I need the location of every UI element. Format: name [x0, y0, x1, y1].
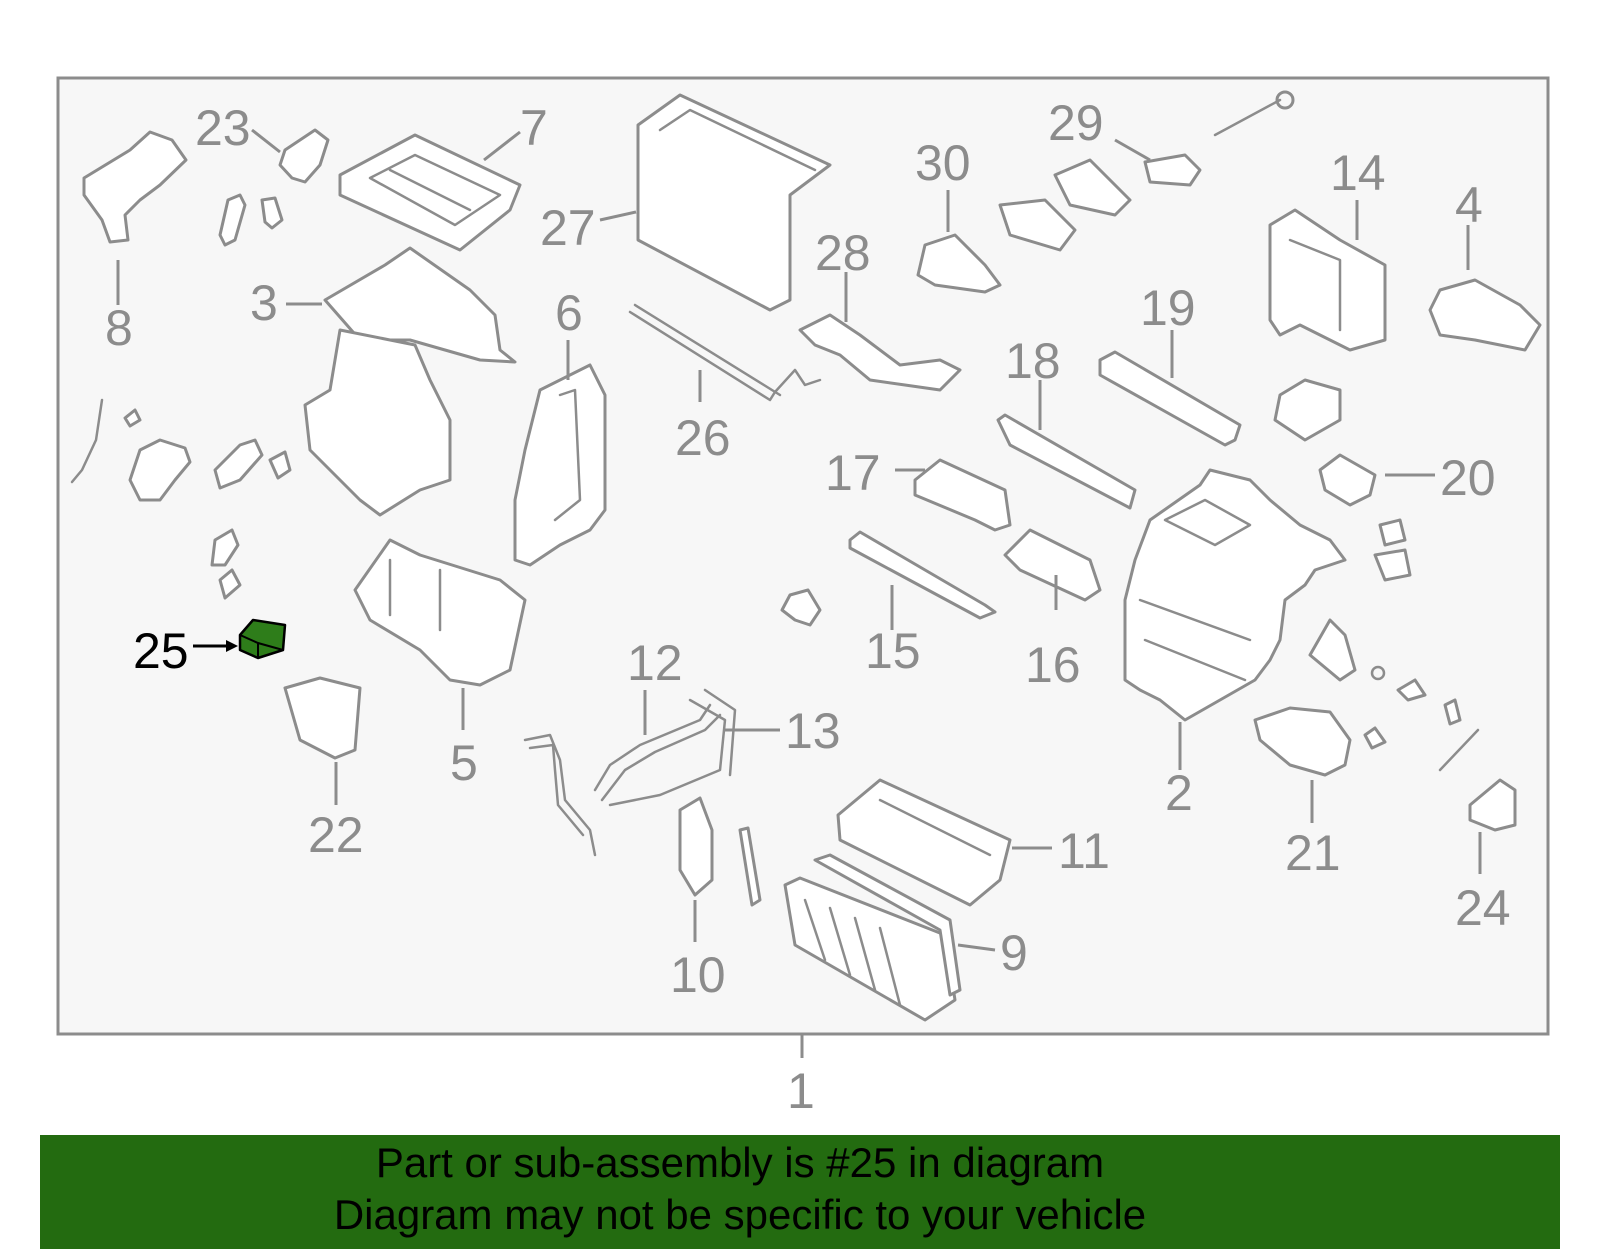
- part-misc-left: [70, 398, 292, 600]
- callout-5: 5: [450, 735, 478, 791]
- part-19-rod: [1098, 330, 1242, 447]
- callout-3: 3: [250, 275, 278, 331]
- part-8-bracket: [82, 130, 188, 305]
- callout-1: 1: [787, 1063, 815, 1119]
- part-16-door: [1003, 528, 1102, 610]
- part-misc-center: [780, 588, 822, 627]
- callout-25: 25: [133, 623, 189, 679]
- part-12-13-pipes: [523, 688, 780, 857]
- callout-27: 27: [540, 200, 596, 256]
- part-9-evaporator: [783, 853, 996, 1022]
- banner-line-2: Diagram may not be specific to your vehi…: [333, 1191, 1147, 1238]
- callout-23: 23: [195, 100, 251, 156]
- part-10-seal: [678, 796, 762, 942]
- callout-13: 13: [785, 703, 841, 759]
- callout-11: 11: [1058, 823, 1110, 879]
- part-11-core: [836, 778, 1052, 907]
- part-7-filter-cover: [338, 130, 522, 252]
- part-30-actuator: [916, 190, 1002, 294]
- callout-26: 26: [675, 410, 731, 466]
- part-20-sensor: [1273, 378, 1435, 507]
- part-misc-right: [1308, 518, 1480, 772]
- part-3-case: [286, 246, 517, 517]
- callout-18: 18: [1005, 333, 1061, 389]
- part-29-clip: [998, 90, 1295, 252]
- callout-14: 14: [1330, 145, 1386, 201]
- callout-29: 29: [1048, 95, 1104, 151]
- callout-19: 19: [1140, 280, 1196, 336]
- callout-21: 21: [1285, 825, 1341, 881]
- part-22-duct: [283, 676, 362, 805]
- part-24-bracket: [1468, 778, 1517, 874]
- callout-30: 30: [915, 135, 971, 191]
- callout-9: 9: [1000, 925, 1028, 981]
- callout-12: 12: [627, 635, 683, 691]
- callout-7: 7: [520, 100, 548, 156]
- callout-20: 20: [1440, 450, 1496, 506]
- callout-28: 28: [815, 225, 871, 281]
- info-banner: Part or sub-assembly is #25 in diagram D…: [40, 1135, 1560, 1249]
- callout-16: 16: [1025, 637, 1081, 693]
- part-21-cover: [1253, 706, 1352, 823]
- part-23-clip: [218, 128, 330, 247]
- part-28-duct: [798, 272, 962, 392]
- callout-4: 4: [1455, 177, 1483, 233]
- callout-22: 22: [308, 807, 364, 863]
- part-14-blower-housing: [1268, 200, 1387, 352]
- part-26-seal: [628, 303, 822, 402]
- part-18-door: [996, 380, 1137, 510]
- callout-10: 10: [670, 947, 726, 1003]
- part-6-duct: [513, 340, 607, 567]
- part-2-hvac-case: [1123, 468, 1347, 770]
- part-4-bracket: [1428, 225, 1542, 352]
- banner-line-1: Part or sub-assembly is #25 in diagram: [375, 1139, 1105, 1186]
- callout-6: 6: [555, 285, 583, 341]
- callout-15: 15: [865, 623, 921, 679]
- callout-17: 17: [825, 445, 881, 501]
- part-15-rod: [848, 530, 997, 630]
- callout-24: 24: [1455, 880, 1511, 936]
- part-25-highlighted: [193, 618, 287, 660]
- callout-8: 8: [105, 300, 133, 356]
- part-27-cabin-filter: [599, 93, 832, 312]
- callout-2: 2: [1165, 765, 1193, 821]
- part-5-tray: [353, 538, 527, 730]
- part-17-door: [895, 458, 1012, 532]
